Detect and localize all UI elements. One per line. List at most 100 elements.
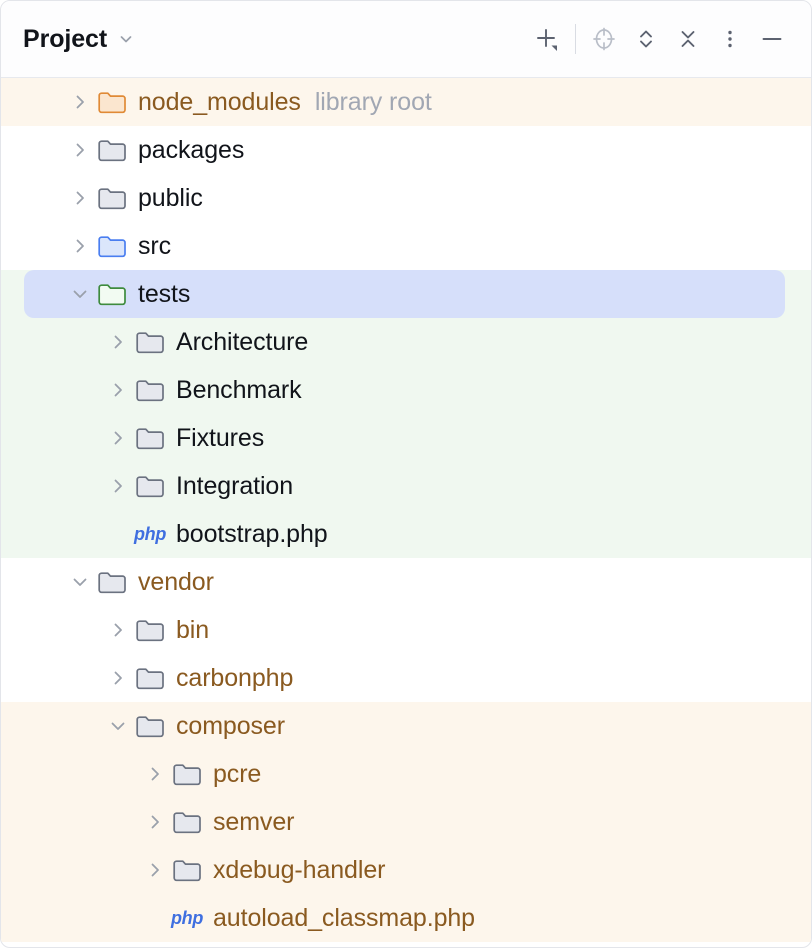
chevron-right-icon[interactable]	[104, 328, 132, 356]
tree-row[interactable]: packages	[1, 126, 811, 174]
chevron-right-icon[interactable]	[141, 856, 169, 884]
tree-row[interactable]: vendor	[1, 558, 811, 606]
tree-row-content: bin	[1, 606, 811, 654]
folder-green-icon	[97, 281, 127, 307]
chevron-right-icon[interactable]	[104, 664, 132, 692]
twisty-placeholder	[104, 520, 132, 548]
chevron-right-icon[interactable]	[66, 184, 94, 212]
tree-row[interactable]: Integration	[1, 462, 811, 510]
chevron-right-icon[interactable]	[141, 808, 169, 836]
folder-orange-icon	[97, 89, 127, 115]
php-file-icon: php	[133, 524, 167, 544]
tree-row-content: vendor	[1, 558, 811, 606]
minimize-button[interactable]	[751, 18, 793, 60]
tree-node-label: vendor	[138, 567, 214, 596]
chevron-right-icon[interactable]	[66, 136, 94, 164]
tree-row[interactable]: pcre	[1, 750, 811, 798]
tree-row[interactable]: composer	[1, 702, 811, 750]
tree-row[interactable]: src	[1, 222, 811, 270]
tree-node-label: packages	[138, 135, 245, 164]
tree-row-content: pcre	[1, 750, 811, 798]
tree-node-hint: library root	[314, 87, 432, 116]
chevron-right-icon[interactable]	[104, 616, 132, 644]
tree-node-label: pcre	[213, 759, 262, 788]
tree-row-content: node_modules library root	[1, 78, 811, 126]
tree-node-label: xdebug-handler	[213, 855, 386, 884]
chevron-right-icon[interactable]	[141, 760, 169, 788]
project-tree: node_modules library root packages public sr…	[1, 78, 811, 942]
tree-node-label: Architecture	[176, 327, 309, 356]
tree-row-content: Architecture	[1, 318, 811, 366]
tree-row[interactable]: public	[1, 174, 811, 222]
tree-row[interactable]: carbonphp	[1, 654, 811, 702]
toolbar-actions	[526, 18, 793, 60]
new-file-button[interactable]	[526, 18, 568, 60]
folder-gray-icon	[135, 713, 165, 739]
tree-row[interactable]: tests	[1, 270, 811, 318]
tree-node-label: Fixtures	[176, 423, 265, 452]
php-file-icon: php	[170, 908, 204, 928]
tree-node-label: src	[138, 231, 172, 260]
tree-node-label: node_modules	[138, 87, 301, 116]
project-title-dropdown[interactable]: Project	[23, 25, 135, 54]
folder-blue-icon	[97, 233, 127, 259]
folder-gray-icon	[172, 809, 202, 835]
chevron-right-icon[interactable]	[104, 424, 132, 452]
tree-row-content: src	[1, 222, 811, 270]
tree-node-label: Integration	[176, 471, 294, 500]
tree-node-label: Benchmark	[176, 375, 302, 404]
tree-row[interactable]: semver	[1, 798, 811, 846]
tree-row-content: carbonphp	[1, 654, 811, 702]
folder-gray-icon	[97, 185, 127, 211]
tool-window-header: Project	[1, 1, 811, 78]
folder-gray-icon	[135, 473, 165, 499]
tree-row[interactable]: Benchmark	[1, 366, 811, 414]
tree-row[interactable]: Fixtures	[1, 414, 811, 462]
folder-gray-icon	[172, 761, 202, 787]
folder-gray-icon	[97, 569, 127, 595]
tree-row[interactable]: Architecture	[1, 318, 811, 366]
chevron-down-icon	[117, 30, 135, 48]
php-badge-label: php	[170, 908, 204, 928]
twisty-placeholder	[141, 904, 169, 932]
tree-node-label: autoload_classmap.php	[213, 903, 475, 932]
tree-node-label: bin	[176, 615, 210, 644]
php-badge-label: php	[133, 524, 167, 544]
tree-row-content: packages	[1, 126, 811, 174]
tree-row-content: composer	[1, 702, 811, 750]
tree-row[interactable]: xdebug-handler	[1, 846, 811, 894]
chevron-right-icon[interactable]	[104, 472, 132, 500]
folder-gray-icon	[135, 329, 165, 355]
chevron-down-icon[interactable]	[104, 712, 132, 740]
more-options-button[interactable]	[709, 18, 751, 60]
collapse-all-button[interactable]	[667, 18, 709, 60]
tree-row[interactable]: bin	[1, 606, 811, 654]
expand-collapse-button[interactable]	[625, 18, 667, 60]
folder-gray-icon	[135, 665, 165, 691]
tree-row-content: xdebug-handler	[1, 846, 811, 894]
chevron-down-icon[interactable]	[66, 568, 94, 596]
tree-row-content: Benchmark	[1, 366, 811, 414]
tree-node-label: composer	[176, 711, 285, 740]
toolbar-divider	[575, 24, 576, 54]
folder-gray-icon	[97, 137, 127, 163]
tree-row-content: Integration	[1, 462, 811, 510]
tree-row-content: tests	[1, 270, 811, 318]
page-title: Project	[23, 24, 108, 53]
tree-row[interactable]: node_modules library root	[1, 78, 811, 126]
tree-node-label: bootstrap.php	[176, 519, 328, 548]
tree-row-content: semver	[1, 798, 811, 846]
chevron-right-icon[interactable]	[66, 88, 94, 116]
tree-row-content: Fixtures	[1, 414, 811, 462]
folder-gray-icon	[135, 425, 165, 451]
chevron-down-icon[interactable]	[66, 280, 94, 308]
select-opened-file-button[interactable]	[583, 18, 625, 60]
chevron-right-icon[interactable]	[104, 376, 132, 404]
folder-gray-icon	[135, 377, 165, 403]
tree-row[interactable]: php autoload_classmap.php	[1, 894, 811, 942]
folder-gray-icon	[135, 617, 165, 643]
chevron-right-icon[interactable]	[66, 232, 94, 260]
tree-row[interactable]: php bootstrap.php	[1, 510, 811, 558]
tree-node-label: carbonphp	[176, 663, 294, 692]
tree-row-content: php bootstrap.php	[1, 510, 811, 558]
